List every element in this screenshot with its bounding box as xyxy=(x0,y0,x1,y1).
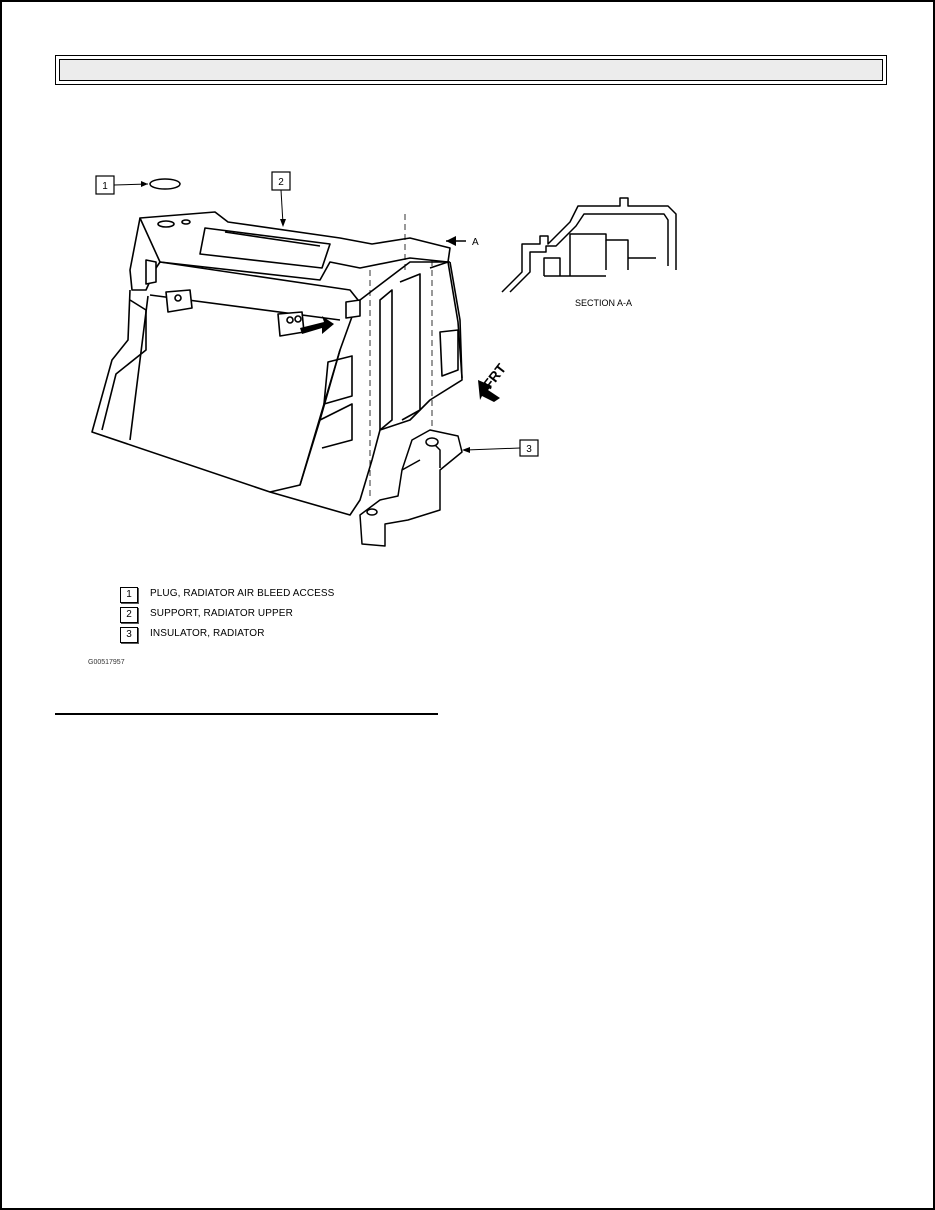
callout-1-label: 1 xyxy=(102,181,108,192)
callout-3-label: 3 xyxy=(526,444,532,455)
guide-lines xyxy=(369,214,433,500)
callout-2: 2 xyxy=(271,171,291,227)
pointer-arrow xyxy=(300,316,334,334)
section-divider xyxy=(55,713,438,715)
radiator-support xyxy=(91,211,463,516)
section-detail: SECTION A-A xyxy=(501,197,677,308)
radiator-support-diagram: 1 2 xyxy=(91,171,677,547)
legend-item-text: PLUG, RADIATOR AIR BLEED ACCESS xyxy=(150,588,335,599)
legend-item-number: 2 xyxy=(120,607,138,623)
air-bleed-plug xyxy=(149,178,181,190)
header-bar-inner xyxy=(59,59,883,81)
front-indicator: FRT xyxy=(478,360,509,402)
callout-3: 3 xyxy=(462,439,539,457)
callout-2-label: 2 xyxy=(278,177,284,188)
legend-item-number: 1 xyxy=(120,587,138,603)
section-label: SECTION A-A xyxy=(575,298,632,308)
header-bar xyxy=(55,55,887,85)
legend-item-number: 3 xyxy=(120,627,138,643)
insulator xyxy=(359,429,463,547)
legend-item-text: SUPPORT, RADIATOR UPPER xyxy=(150,608,293,619)
section-marker-label: A xyxy=(472,237,479,248)
section-marker: A xyxy=(446,236,479,248)
callout-1: 1 xyxy=(95,175,149,195)
figure-id: G00517957 xyxy=(88,659,125,666)
legend-item-text: INSULATOR, RADIATOR xyxy=(150,628,265,639)
